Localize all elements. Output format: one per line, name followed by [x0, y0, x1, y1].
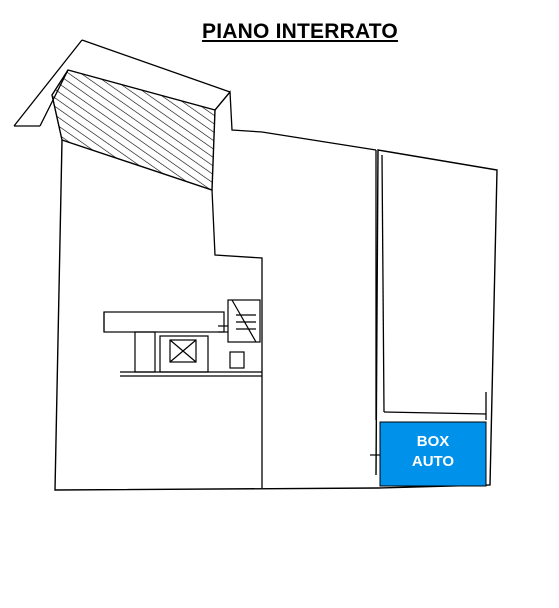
- outer-wall: [54, 139, 498, 491]
- stair-core: [103, 299, 261, 373]
- plan-title: PIANO INTERRATO: [202, 20, 398, 43]
- box-label-line2: AUTO: [411, 453, 455, 470]
- box-auto-area[interactable]: [379, 421, 487, 487]
- hatched-ramp: [51, 69, 216, 191]
- box-label-line1: BOX: [416, 433, 450, 450]
- box-auto-label: BOX AUTO: [380, 432, 486, 472]
